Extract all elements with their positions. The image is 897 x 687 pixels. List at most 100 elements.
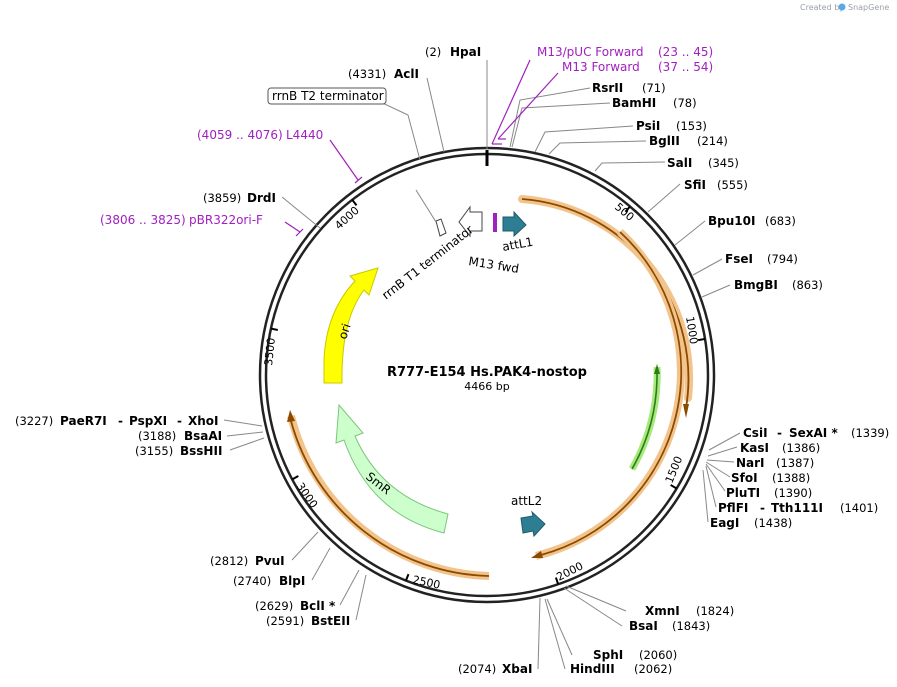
site-csii-pos: (1339) xyxy=(851,426,889,440)
site-psii-pos: (153) xyxy=(676,119,707,133)
ori-feature xyxy=(323,267,379,384)
credit-prefix: Created by xyxy=(800,3,844,12)
site-xbai-name: XbaI xyxy=(502,662,532,676)
site-hpai-pos: (2) xyxy=(425,45,441,59)
rrnb-t1-label: rrnB T1 terminator xyxy=(379,223,476,303)
site-fsei-pos: (794) xyxy=(767,252,798,266)
site-bsshii-pos: (3155) xyxy=(135,444,173,458)
site-acli-pos: (4331) xyxy=(348,67,386,81)
site-sali-name: SalI xyxy=(667,156,692,170)
right-leader-lines xyxy=(509,87,741,670)
site-bsaai-pos: (3188) xyxy=(138,429,176,443)
site-bpu10i-pos: (683) xyxy=(765,214,796,228)
primer-marks xyxy=(284,59,559,237)
site-rsrii-name: RsrII xyxy=(592,81,623,95)
tick-mark-3500 xyxy=(270,327,278,332)
site-hpai-name: HpaI xyxy=(450,45,481,59)
site-pflfi-sep: - xyxy=(760,501,765,515)
attl2-label: attL2 xyxy=(511,494,542,508)
site-sexai-name: SexAI * xyxy=(789,426,838,440)
attl1-feature xyxy=(502,210,527,238)
site-nari-pos: (1387) xyxy=(776,456,814,470)
site-pvui-name: PvuI xyxy=(255,554,285,568)
site-pspxi-name: PspXI xyxy=(129,414,167,428)
site-pvui-pos: (2812) xyxy=(210,554,248,568)
m13-fwd-label: M13 fwd xyxy=(468,254,520,276)
primer-pbr322ori-f-label: pBR322ori-F xyxy=(189,213,263,227)
left-leader-lines xyxy=(223,60,541,670)
orf-features xyxy=(287,195,694,580)
site-bsaai-name: BsaAI xyxy=(184,429,222,443)
primer-m13-puc-forward-label: M13/pUC Forward xyxy=(537,45,644,59)
site-paer7i-sep1: - xyxy=(118,414,123,428)
site-bamhi-pos: (78) xyxy=(673,96,697,110)
tick-mark-2000 xyxy=(554,577,560,585)
site-psii-name: PsiI xyxy=(636,119,660,133)
site-pflfi-name: PflFI xyxy=(718,501,748,515)
white-arrow-feature xyxy=(458,205,483,238)
site-bmgbi-pos: (863) xyxy=(792,278,823,292)
site-xmni-pos: (1824) xyxy=(696,604,734,618)
site-kasi-name: KasI xyxy=(740,441,769,455)
credit-brand: SnapGene xyxy=(848,3,889,12)
tick-label-2500: 2500 xyxy=(411,573,441,592)
site-bsai-pos: (1843) xyxy=(672,619,710,633)
site-pflfi-pos: (1401) xyxy=(840,501,878,515)
tick-mark-1000 xyxy=(697,337,706,342)
site-bglii-pos: (214) xyxy=(697,134,728,148)
site-drdi-pos: (3859) xyxy=(203,191,241,205)
site-xmni-name: XmnI xyxy=(645,604,680,618)
tick-label-4000: 4000 xyxy=(332,204,362,232)
site-acli-name: AclI xyxy=(394,67,419,81)
smr-feature xyxy=(335,403,449,534)
tick-mark-3000 xyxy=(291,475,299,481)
site-bsai-name: BsaI xyxy=(629,619,658,633)
site-csii-name: CsiI xyxy=(743,426,768,440)
site-fsei-name: FseI xyxy=(725,252,753,266)
site-kasi-pos: (1386) xyxy=(782,441,820,455)
site-bcli-pos: (2629) xyxy=(255,599,293,613)
site-bsshii-name: BssHII xyxy=(180,444,222,458)
primer-m13-forward-range: (37 .. 54) xyxy=(658,60,713,74)
site-sfii-name: SfiI xyxy=(684,178,706,192)
snapgene-logo-icon xyxy=(838,3,846,11)
site-nari-name: NarI xyxy=(736,456,765,470)
tick-mark-4000 xyxy=(351,199,358,206)
site-bcli-name: BclI * xyxy=(300,599,336,613)
rrnb-t2-terminator-label: rrnB T2 terminator xyxy=(272,89,384,103)
site-xbai-pos: (2074) xyxy=(458,662,496,676)
tick-marks xyxy=(270,199,706,585)
site-hindiii-name: HindIII xyxy=(570,662,615,676)
site-xhoi-name: XhoI xyxy=(188,414,219,428)
tick-mark-2500 xyxy=(404,573,410,581)
site-sfii-pos: (555) xyxy=(717,178,748,192)
site-pluti-pos: (1390) xyxy=(774,486,812,500)
site-csii-sep: - xyxy=(777,426,782,440)
tick-label-3500: 3500 xyxy=(262,337,278,366)
site-sphi-pos: (2060) xyxy=(639,648,677,662)
site-sali-pos: (345) xyxy=(708,156,739,170)
ori-label: ori xyxy=(336,322,354,341)
site-drdi-name: DrdI xyxy=(247,191,276,205)
site-sfoi-name: SfoI xyxy=(731,471,758,485)
site-tth111i-name: Tth111I xyxy=(771,501,823,515)
site-sphi-name: SphI xyxy=(593,648,623,662)
tick-mark-500 xyxy=(624,205,631,213)
site-eagi-pos: (1438) xyxy=(754,516,792,530)
m13-fwd-feature xyxy=(493,213,497,232)
site-bamhi-name: BamHI xyxy=(612,96,656,110)
site-eagi-name: EagI xyxy=(710,516,739,530)
plasmid-name: R777-E154 Hs.PAK4-nostop xyxy=(387,365,587,380)
site-pluti-name: PluTI xyxy=(726,486,760,500)
primer-m13-forward-label: M13 Forward xyxy=(562,60,640,74)
primer-l4440-label: L4440 xyxy=(286,128,323,142)
site-paer7i-pos: (3227) xyxy=(15,414,53,428)
site-bpu10i-name: Bpu10I xyxy=(708,214,755,228)
tick-mark-1500 xyxy=(670,484,678,490)
site-hindiii-pos: (2062) xyxy=(634,662,672,676)
attl2-feature xyxy=(520,510,546,538)
site-blpi-pos: (2740) xyxy=(233,574,271,588)
rrnb-t1-feature xyxy=(435,218,447,237)
site-bsteii-pos: (2591) xyxy=(266,614,304,628)
